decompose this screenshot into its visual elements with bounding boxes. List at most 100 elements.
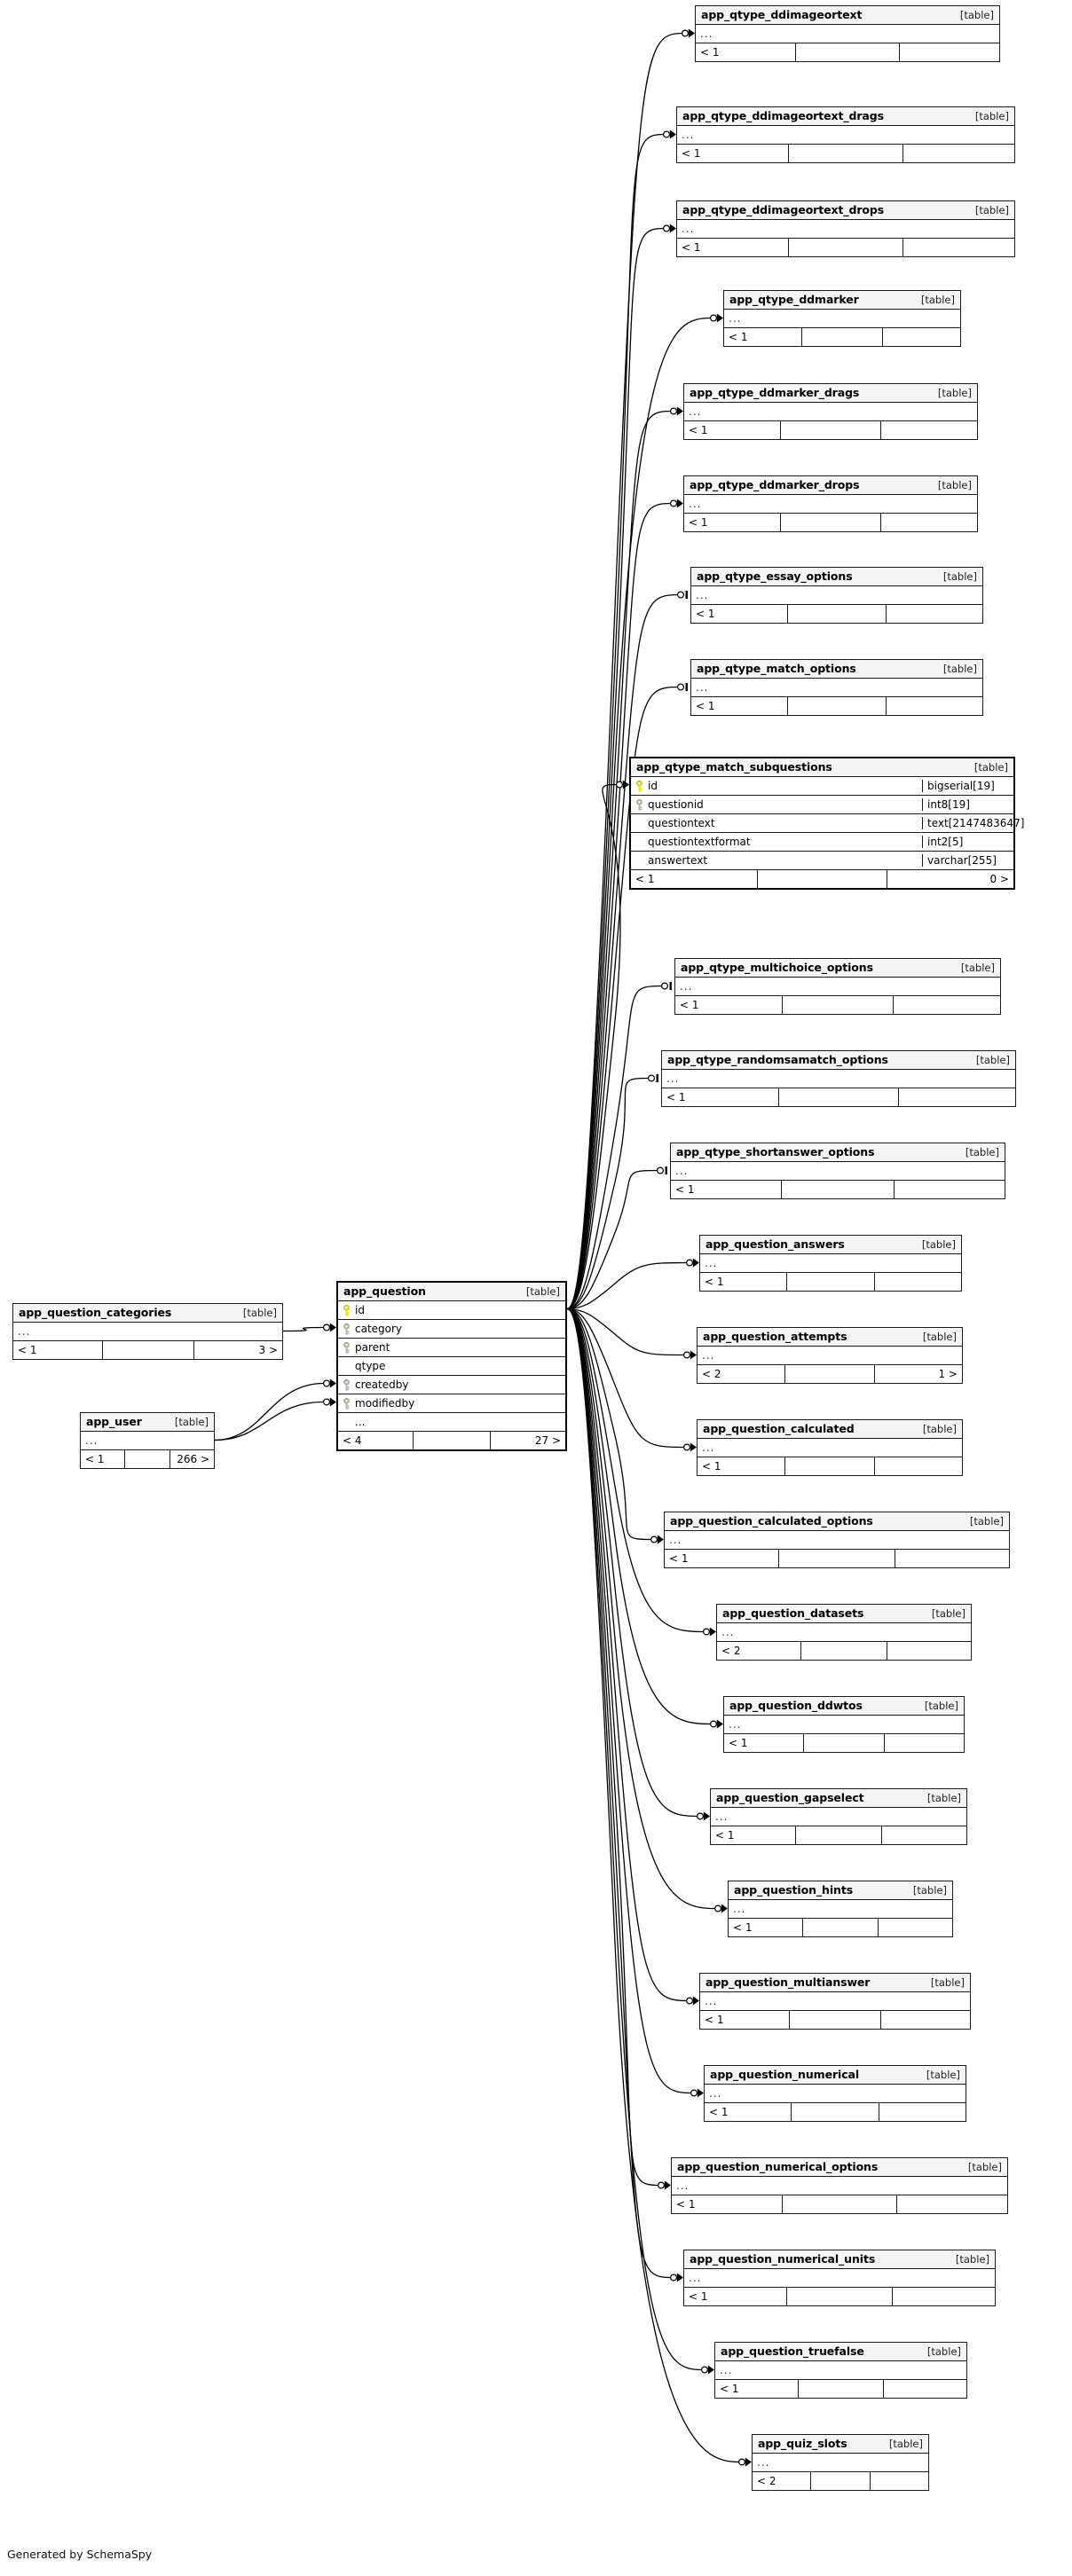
footer-right-count <box>897 2195 1007 2213</box>
relationship-edge <box>566 985 663 1310</box>
table-title-bar: app_user[table] <box>81 1413 214 1432</box>
crows-foot-marker <box>669 406 683 416</box>
table-node-app_qtype_shortanswer_options[interactable]: app_qtype_shortanswer_options[table]...<… <box>670 1143 1005 1199</box>
table-name: app_qtype_ddmarker_drops <box>690 478 860 491</box>
crows-foot-marker <box>682 1350 697 1360</box>
table-node-app_question_ddwtos[interactable]: app_question_ddwtos[table]...< 1 <box>723 1696 965 1753</box>
footer-mid-count <box>788 697 887 715</box>
footer-right-count <box>875 1457 962 1475</box>
column-name-cell: questiontext <box>635 817 918 829</box>
footer-left-count: < 1 <box>675 996 784 1014</box>
footer-mid-count <box>125 1450 170 1468</box>
relationship-edge <box>566 593 679 1310</box>
table-kind-label: [table] <box>920 293 955 306</box>
primary-key-icon <box>343 1304 351 1316</box>
crows-foot-marker <box>690 2088 704 2098</box>
table-node-app_question_calculated[interactable]: app_question_calculated[table]...< 1 <box>697 1419 963 1476</box>
table-node-app_question_numerical_options[interactable]: app_question_numerical_options[table]...… <box>671 2157 1008 2214</box>
table-name: app_question_answers <box>705 1237 845 1251</box>
footer-mid-count <box>799 2380 885 2398</box>
table-column-row[interactable]: parent <box>338 1339 565 1357</box>
table-column-row[interactable]: qtype <box>338 1357 565 1376</box>
table-node-app_qtype_ddimageortext_drags[interactable]: app_qtype_ddimageortext_drags[table]...<… <box>676 106 1015 163</box>
table-name: app_quiz_slots <box>758 2437 847 2450</box>
column-name: qtype <box>355 1360 386 1372</box>
table-node-app_quiz_slots[interactable]: app_quiz_slots[table]...< 2 <box>752 2434 929 2491</box>
table-node-app_question_multianswer[interactable]: app_question_multianswer[table]...< 1 <box>699 1973 971 2030</box>
table-node-app_qtype_ddmarker_drags[interactable]: app_qtype_ddmarker_drags[table]...< 1 <box>683 383 978 440</box>
column-name: ... <box>355 1416 366 1428</box>
footer-right-count: 1 > <box>938 1368 958 1380</box>
table-footer: < 1 <box>691 697 982 715</box>
table-footer: < 1 <box>677 239 1014 256</box>
zero-or-one-marker <box>656 1166 667 1175</box>
table-footer: < 1 <box>715 2380 966 2398</box>
table-column-row[interactable]: category <box>338 1320 565 1339</box>
table-node-app_question_answers[interactable]: app_question_answers[table]...< 1 <box>699 1235 962 1292</box>
table-node-app_question_truefalse[interactable]: app_question_truefalse[table]...< 1 <box>714 2342 967 2399</box>
table-collapsed-columns: ... <box>696 25 999 43</box>
table-collapsed-columns: ... <box>662 1070 1015 1088</box>
table-kind-label: [table] <box>937 386 972 399</box>
footer-left-count: < 1 <box>691 605 788 623</box>
relationship-edge <box>566 783 621 1310</box>
table-column-row[interactable]: id <box>338 1301 565 1320</box>
footer-right-count <box>883 328 960 346</box>
column-type: text[2147483647] <box>922 817 1024 829</box>
table-title-bar: app_question_attempts[table] <box>698 1328 962 1347</box>
footer-mid-count <box>792 2103 880 2121</box>
table-name: app_question_attempts <box>703 1330 847 1343</box>
table-collapsed-columns: ... <box>700 1992 970 2011</box>
table-kind-label: [table] <box>967 2160 1002 2173</box>
table-footer: < 1 <box>700 2011 970 2029</box>
footer-right-count <box>881 2011 970 2029</box>
table-node-app_qtype_ddimageortext_drops[interactable]: app_qtype_ddimageortext_drops[table]...<… <box>676 200 1015 257</box>
table-node-app_qtype_ddmarker[interactable]: app_qtype_ddmarker[table]...< 1 <box>723 290 961 347</box>
table-name: app_qtype_randomsamatch_options <box>667 1053 888 1066</box>
table-node-app_question_calculated_options[interactable]: app_question_calculated_options[table]..… <box>664 1512 1010 1568</box>
table-collapsed-columns: ... <box>671 1162 1005 1181</box>
table-column-row[interactable]: createdby <box>338 1376 565 1394</box>
table-node-app_qtype_essay_options[interactable]: app_qtype_essay_options[table]...< 1 <box>690 567 983 624</box>
footer-mid-count <box>803 1919 879 1936</box>
footer-mid-count <box>414 1432 492 1449</box>
column-name: id <box>648 780 658 792</box>
table-node-app_qtype_ddmarker_drops[interactable]: app_qtype_ddmarker_drops[table]...< 1 <box>683 475 978 532</box>
table-title-bar: app_question_calculated_options[table] <box>665 1512 1009 1531</box>
crows-foot-marker <box>669 499 683 508</box>
table-node-app_question_datasets[interactable]: app_question_datasets[table]...< 2 <box>716 1604 972 1661</box>
table-footer: < 1 <box>684 421 977 439</box>
table-node-app_question_numerical_units[interactable]: app_question_numerical_units[table]...< … <box>683 2250 996 2306</box>
table-collapsed-columns: ... <box>753 2454 928 2472</box>
table-node-app_question_numerical[interactable]: app_question_numerical[table]...< 1 <box>704 2065 966 2122</box>
table-node-app_qtype_multichoice_options[interactable]: app_qtype_multichoice_options[table]...<… <box>674 958 1001 1015</box>
relationship-edge <box>566 1261 688 1310</box>
table-node-app_question_hints[interactable]: app_question_hints[table]...< 1 <box>728 1881 953 1937</box>
table-collapsed-columns: ... <box>715 2361 966 2380</box>
table-collapsed-columns: ... <box>675 978 1000 996</box>
table-node-app_qtype_match_options[interactable]: app_qtype_match_options[table]...< 1 <box>690 659 983 716</box>
table-node-app_qtype_randomsamatch_options[interactable]: app_qtype_randomsamatch_options[table]..… <box>661 1050 1016 1107</box>
column-name: questionid <box>648 798 704 811</box>
table-column-row[interactable]: modifiedby <box>338 1394 565 1413</box>
footer-mid-count <box>796 1826 883 1844</box>
table-title-bar: app_question_numerical_units[table] <box>684 2250 995 2269</box>
table-kind-label: [table] <box>955 2252 989 2266</box>
table-node-app_question_gapselect[interactable]: app_question_gapselect[table]...< 1 <box>710 1788 967 1845</box>
table-column-row[interactable]: questiontext text[2147483647] <box>631 814 1024 833</box>
table-node-app_qtype_ddimageortext[interactable]: app_qtype_ddimageortext[table]...< 1 <box>695 5 1000 62</box>
footer-right-count <box>881 514 977 531</box>
zero-or-one-marker <box>647 1073 658 1083</box>
footer-left-count: < 1 <box>677 239 789 256</box>
table-title-bar: app_question_ddwtos[table] <box>724 1697 964 1716</box>
table-column-row[interactable]: ... <box>338 1413 565 1432</box>
